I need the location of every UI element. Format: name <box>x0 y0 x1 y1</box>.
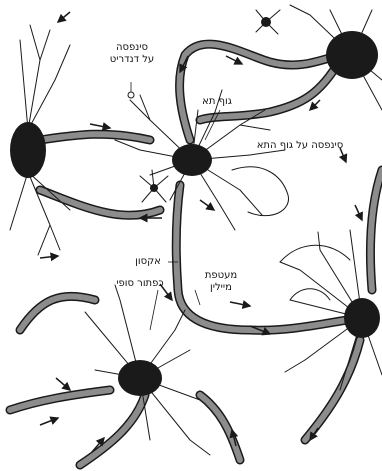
label-synapse-on-cell-body: סינפסה על גוף התא <box>250 140 350 152</box>
arrow-icon <box>40 12 362 452</box>
axon-central-down <box>176 185 360 330</box>
dendrites <box>10 5 382 455</box>
label-terminal-button: כפתור סופי <box>108 278 172 290</box>
label-synapse-on-dendrite: סינפסה על דנדריט <box>104 42 160 66</box>
label-myelin-line1: מעטפת <box>196 270 246 282</box>
label-synapse-on-dendrite-line1: סינפסה <box>104 42 160 54</box>
label-myelin-line2: מיילין <box>196 282 246 294</box>
label-axon: אקסון <box>128 256 168 268</box>
label-synapse-on-dendrite-line2: על דנדריט <box>104 54 160 66</box>
label-myelin-sheath: מעטפת מיילין <box>196 270 246 294</box>
axon-bottom-cell-down <box>80 395 145 465</box>
label-cell-body: גוף תא <box>194 96 240 108</box>
